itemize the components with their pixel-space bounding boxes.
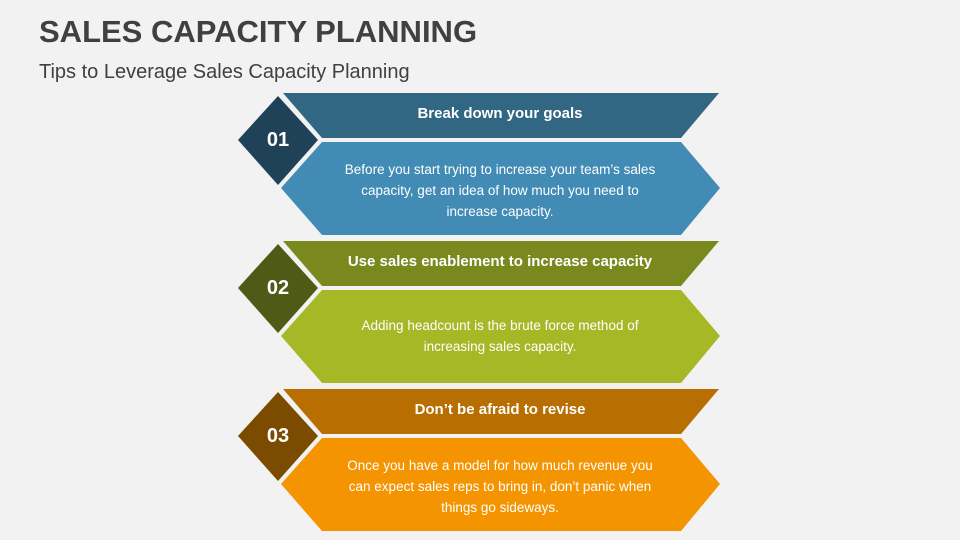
step-block-1: 01 Break down your goals Before you star… [0,93,960,241]
step-3-description: Once you have a model for how much reven… [347,458,653,515]
step-1-number: 01 [266,129,290,151]
step-2-number: 02 [266,277,290,299]
page-title: SALES CAPACITY PLANNING [39,14,478,49]
step-1-number-diamond [238,96,318,185]
step-1-body-hexagon [281,142,720,235]
page-subtitle: Tips to Leverage Sales Capacity Planning [39,61,410,83]
step-2-number-diamond [238,244,318,333]
step-1-shapes [238,93,720,235]
step-2-heading: Use sales enablement to increase capacit… [347,253,653,270]
step-block-3: 03 Don’t be afraid to revise Once you ha… [0,389,960,537]
step-1-header-band [283,93,719,138]
step-1-heading: Break down your goals [417,105,583,122]
step-2-header-band [283,241,719,286]
step-2-description: Adding headcount is the brute force meth… [361,318,639,354]
step-3-shapes [238,389,720,531]
step-3-heading: Don’t be afraid to revise [414,401,586,418]
step-block-2: 02 Use sales enablement to increase capa… [0,241,960,389]
step-3-body-hexagon [281,438,720,531]
step-1-description: Before you start trying to increase your… [344,162,656,219]
step-3-number: 03 [266,425,290,447]
step-3-header-band [283,389,719,434]
step-2-body-hexagon [281,290,720,383]
step-2-shapes [238,241,720,383]
step-3-number-diamond [238,392,318,481]
